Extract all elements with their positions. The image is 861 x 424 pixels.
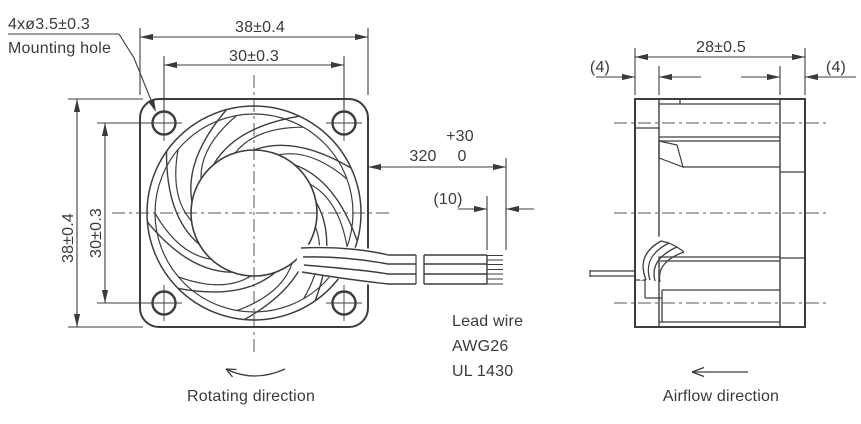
lead-wires <box>296 244 503 289</box>
note-lead-wire: Lead wire <box>452 313 523 330</box>
fan-side-view <box>589 98 806 328</box>
dimensions-side: 28±0.5 (4) (4) Airflow direction <box>590 39 856 405</box>
dim-front-height-outer: 38±0.4 <box>60 213 77 263</box>
dim-front-width-holes: 30±0.3 <box>229 48 279 65</box>
dim-front-height-holes: 30±0.3 <box>88 208 105 258</box>
dimensions-front: 38±0.4 30±0.3 38±0.4 30±0.3 4xø3.5±0.3 M… <box>8 16 534 405</box>
airflow-arrow-icon <box>691 366 748 378</box>
fan-frame <box>139 98 369 328</box>
note-mounting-hole-spec: 4xø3.5±0.3 <box>8 16 90 33</box>
dim-wire-length-tol-plus: +30 <box>446 128 474 145</box>
note-mounting-hole-label: Mounting hole <box>8 40 111 57</box>
dim-side-flange-left: (4) <box>590 59 610 76</box>
leader-arrowhead-icon <box>148 99 156 112</box>
label-airflow-direction: Airflow direction <box>663 388 779 405</box>
label-rotating-direction: Rotating direction <box>187 388 315 405</box>
dim-wire-strip-length: (10) <box>433 191 462 208</box>
fan-front-view <box>138 98 503 332</box>
side-lead-wires <box>589 232 685 283</box>
hub-circle <box>190 149 318 277</box>
note-lead-wire-ul: UL 1430 <box>452 363 513 380</box>
centerlines <box>112 75 828 352</box>
stripped-wire-ends <box>487 255 503 285</box>
dim-side-depth: 28±0.5 <box>696 39 746 56</box>
rotating-direction-arrow-icon <box>225 368 286 378</box>
dim-front-width-outer: 38±0.4 <box>235 19 285 36</box>
side-blade-edge <box>658 140 684 168</box>
dim-wire-length-tol-minus: 0 <box>457 148 466 165</box>
dim-wire-length: 320 <box>409 148 436 165</box>
note-lead-wire-gauge: AWG26 <box>452 338 508 355</box>
dim-side-flange-right: (4) <box>826 59 846 76</box>
